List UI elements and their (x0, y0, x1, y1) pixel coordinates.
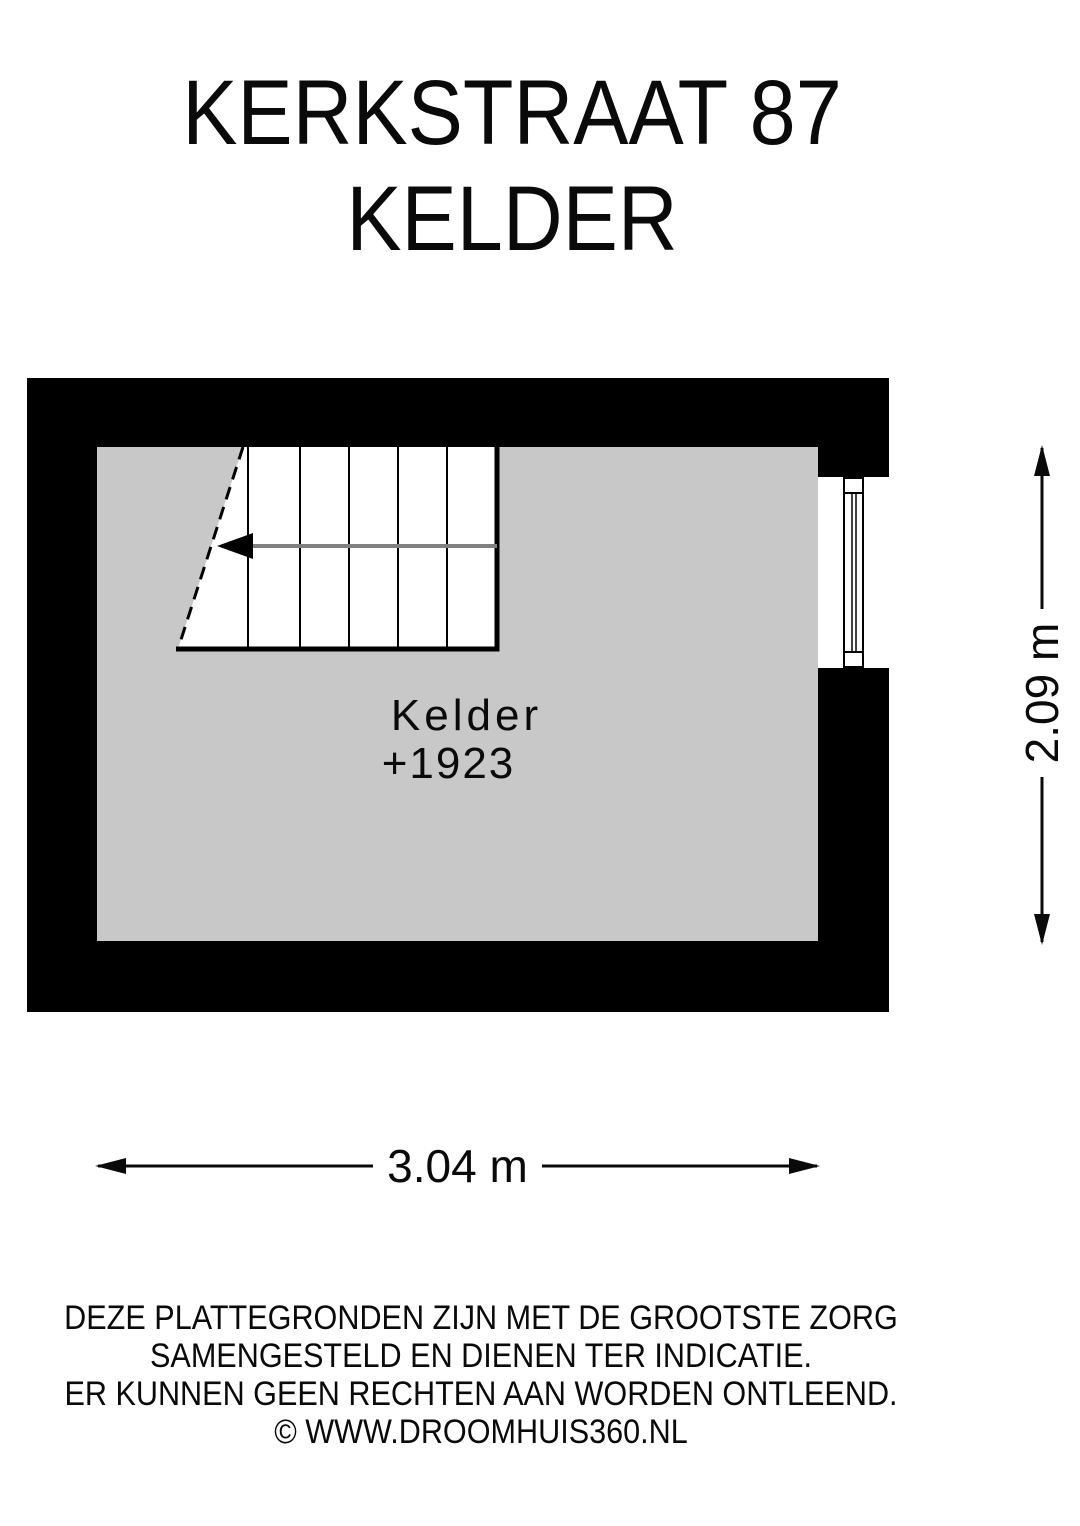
arrowhead-down-icon (1034, 914, 1050, 945)
footer-line: ER KUNNEN GEEN RECHTEN AAN WORDEN ONTLEE… (64, 1375, 898, 1413)
stair-direction-arrow (217, 533, 253, 559)
footer-line: DEZE PLATTEGRONDEN ZIJN MET DE GROOTSTE … (64, 1299, 898, 1337)
stair-cut-line (176, 446, 245, 650)
room-label: Kelder +1923 (97, 692, 818, 788)
room-level: +1923 (381, 739, 516, 788)
window-frame (843, 477, 864, 668)
arrowhead-left-icon (95, 1158, 126, 1174)
dimension-label-width: 3.04 m (373, 1143, 542, 1189)
footer-line: SAMENGESTELD EN DIENEN TER INDICATIE. (149, 1337, 812, 1375)
arrowhead-right-icon (789, 1158, 820, 1174)
title-floor: KELDER (346, 168, 678, 270)
footer-line: © WWW.DROOMHUIS360.NL (274, 1413, 688, 1451)
room-name: Kelder (390, 691, 543, 740)
footer-disclaimer: DEZE PLATTEGRONDEN ZIJN MET DE GROOTSTE … (48, 1299, 914, 1451)
arrowhead-up-icon (1034, 445, 1050, 476)
stair-border (176, 445, 500, 652)
title-address: KERKSTRAAT 87 (182, 62, 842, 164)
page-title: KERKSTRAAT 87 KELDER (51, 60, 973, 272)
dimension-label-width-wrap: 3.04 m (96, 1143, 819, 1189)
dimension-label-height-wrap: 2.09 m (1016, 543, 1068, 843)
stairs (176, 445, 500, 652)
dimension-label-height: 2.09 m (1016, 608, 1068, 778)
window-icon (843, 477, 864, 668)
